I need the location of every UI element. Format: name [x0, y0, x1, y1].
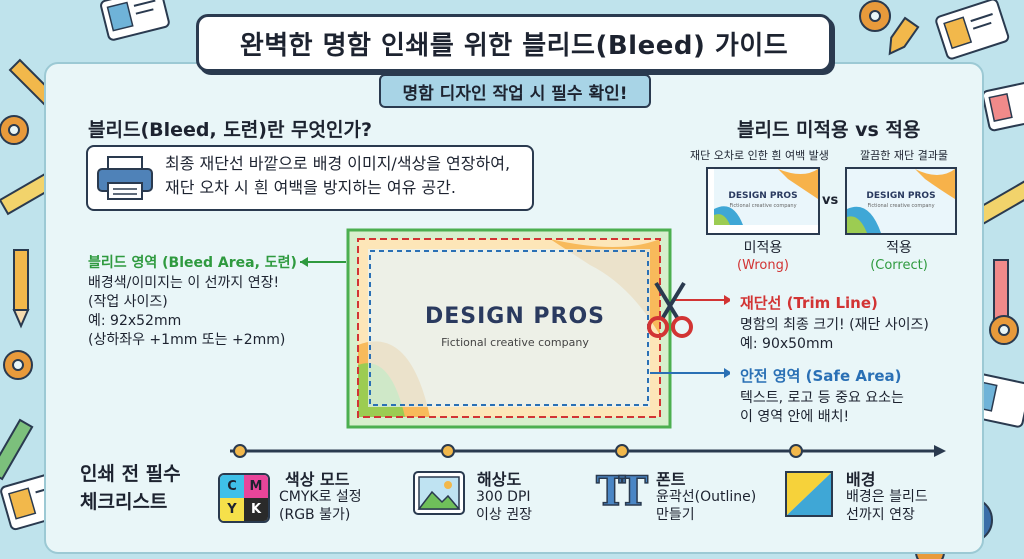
trim-line-desc: 명함의 최종 크기! (재단 사이즈): [740, 317, 929, 333]
bleed-area-margin: (상하좌우 +1mm 또는 +2mm): [88, 332, 286, 348]
page-title: 완벽한 명함 인쇄를 위한 블리드(Bleed) 가이드: [196, 14, 832, 72]
pencil-icon: [12, 249, 30, 329]
checklist-item-label: 해상도: [477, 470, 522, 489]
checklist-item-label: 색상 모드: [285, 470, 350, 489]
wrong-caption: 재단 오차로 인한 흰 여백 발생: [690, 149, 829, 162]
printer-icon: [97, 156, 153, 200]
checklist-item-line: 300 DPI: [476, 489, 531, 505]
safe-area-desc: 텍스트, 로고 등 중요 요소는: [740, 390, 904, 406]
correct-card-art: [847, 169, 955, 233]
checklist-item-line: CMYK로 설정: [279, 489, 362, 505]
checklist-item-label: 배경: [846, 470, 876, 489]
cmyk-m: M: [244, 475, 268, 498]
wrong-card-tagline: Fictional creative company: [729, 203, 797, 209]
bleed-area-note: (작업 사이즈): [88, 294, 168, 310]
definition-heading: 블리드(Bleed, 도련)란 무엇인가?: [88, 119, 373, 141]
correct-card-brand: DESIGN PROS: [866, 191, 936, 201]
wrong-label: 미적용: [743, 240, 783, 256]
gear-icon: [0, 115, 29, 145]
definition-line: 재단 오차 시 흰 여백을 방지하는 여유 공간.: [165, 178, 456, 197]
wrong-card: DESIGN PROS Fictional creative company: [706, 167, 820, 235]
wrong-card-brand: DESIGN PROS: [728, 191, 798, 201]
checklist-item-line: 만들기: [656, 507, 695, 523]
vs-label: vs: [822, 193, 839, 208]
checklist-item-line: 이상 권장: [476, 507, 532, 523]
trim-line-box: [357, 238, 661, 418]
correct-caption: 깔끔한 재단 결과물: [860, 149, 948, 162]
pen-nib-icon: [888, 16, 920, 56]
gear-icon: [859, 0, 891, 32]
checklist-title-line: 인쇄 전 필수: [80, 463, 181, 485]
correct-card: DESIGN PROS Fictional creative company: [845, 167, 957, 235]
checklist-title-line: 체크리스트: [80, 491, 168, 513]
bleed-area-example: 예: 92x52mm: [88, 313, 182, 329]
scissors-icon: [647, 281, 693, 338]
pencil-icon: [0, 418, 34, 481]
definition-box: [86, 145, 534, 211]
wrong-card-art: [708, 169, 818, 233]
cmyk-c: C: [220, 475, 244, 498]
safe-area-title: 안전 영역 (Safe Area): [740, 367, 902, 385]
comparison-heading: 블리드 미적용 vs 적용: [737, 119, 921, 141]
id-card-icon: [100, 0, 170, 41]
card-tagline: Fictional creative company: [441, 336, 589, 349]
correct-card-tagline: Fictional creative company: [867, 203, 935, 209]
cmyk-k: K: [244, 498, 268, 521]
cmyk-y: Y: [220, 498, 244, 521]
bleed-area-title: 블리드 영역 (Bleed Area, 도련): [88, 255, 297, 271]
timeline-arrow: [230, 444, 946, 458]
gear-icon: [989, 315, 1019, 345]
bleed-diagram: [300, 228, 730, 429]
id-card-icon: [935, 0, 1010, 60]
trim-line-title: 재단선 (Trim Line): [740, 294, 878, 312]
card-brand: DESIGN PROS: [424, 304, 606, 329]
background-icon: [785, 471, 833, 517]
wrong-tag: (Wrong): [737, 258, 789, 273]
checklist-item-line: 배경은 블리드: [846, 489, 928, 505]
page-subtitle: 명함 디자인 작업 시 필수 확인!: [379, 74, 651, 108]
checklist-title: 인쇄 전 필수 체크리스트: [80, 460, 181, 516]
trim-line-example: 예: 90x50mm: [740, 336, 834, 352]
checklist-item-line: 윤곽선(Outline): [656, 489, 757, 505]
bleed-area-desc: 배경색/이미지는 이 선까지 연장!: [88, 275, 280, 291]
safe-area-note: 이 영역 안에 배치!: [740, 409, 850, 425]
definition-text: 최종 재단선 바깥으로 배경 이미지/색상을 연장하여, 재단 오차 시 흰 여…: [165, 152, 510, 200]
image-icon: [413, 471, 465, 515]
checklist-item-line: (RGB 불가): [279, 507, 351, 523]
checklist-item-label: 폰트: [656, 470, 686, 489]
id-card-icon: [981, 80, 1024, 132]
definition-line: 최종 재단선 바깥으로 배경 이미지/색상을 연장하여,: [165, 154, 511, 173]
checklist-item-line: 선까지 연장: [846, 507, 915, 523]
gear-icon: [3, 350, 33, 380]
font-icon: TT: [595, 467, 649, 516]
cmyk-icon: C M Y K: [218, 473, 270, 523]
correct-label: 적용: [886, 240, 912, 256]
correct-tag: (Correct): [870, 258, 928, 273]
